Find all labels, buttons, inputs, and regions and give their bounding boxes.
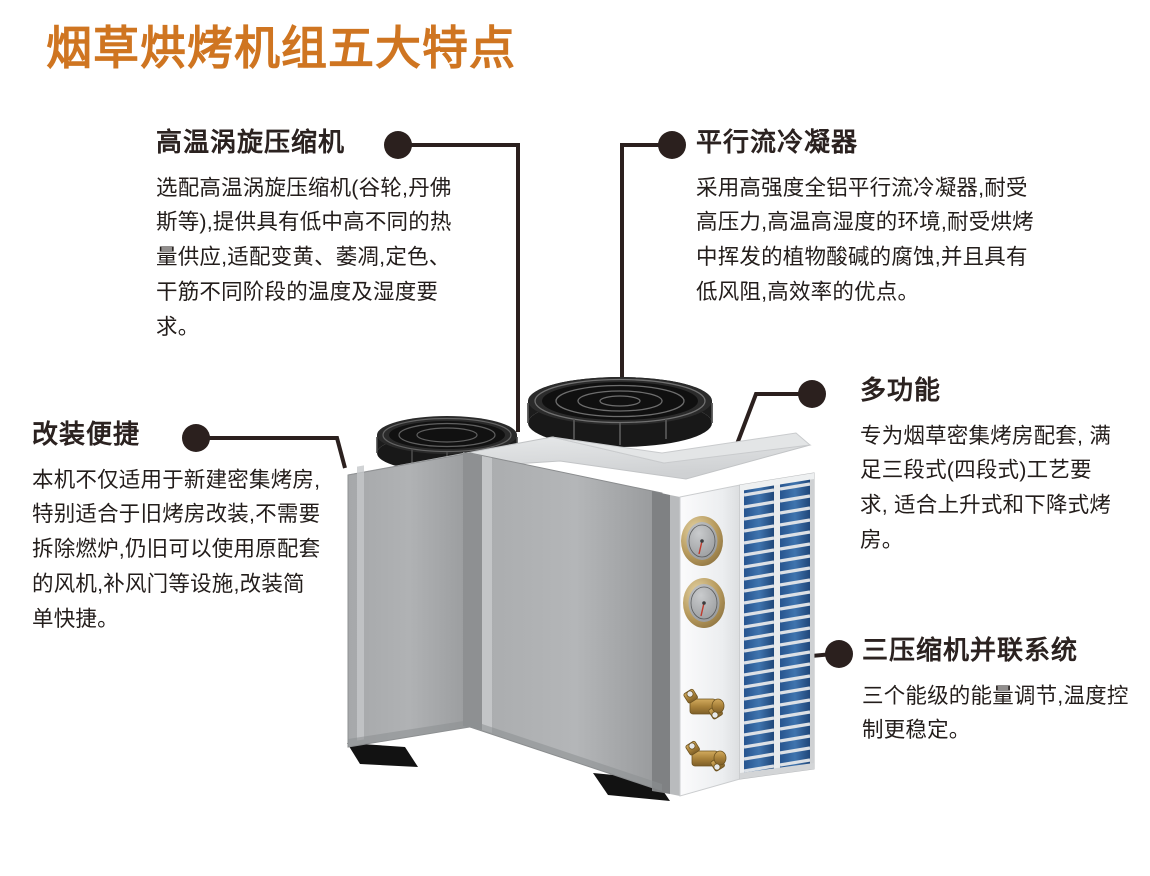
feature-body-high-temp-scroll-compressor: 选配高温涡旋压缩机(谷轮,丹佛斯等),提供具有低中高不同的热量供应,适配变黄、萎… <box>156 175 452 339</box>
feature-multi-function: 多功能 专为烟草密集烤房配套, 满足三段式(四段式)工艺要求, 适合上升式和下降… <box>860 376 1112 558</box>
feature-parallel-flow-condenser: 平行流冷凝器 采用高强度全铝平行流冷凝器,耐受高压力,高温高湿度的环境,耐受烘烤… <box>696 128 1042 310</box>
cabinet-main-face <box>469 452 663 792</box>
feature-heading-parallel-flow-condenser: 平行流冷凝器 <box>696 127 859 157</box>
base-foot-left <box>347 743 418 767</box>
feature-easy-retrofit: 改装便捷 本机不仅适用于新建密集烤房,特别适合于旧烤房改装,不需要拆除燃炉,仍旧… <box>32 420 324 637</box>
page-title: 烟草烘烤机组五大特点 <box>46 22 516 74</box>
feature-heading-multi-function: 多功能 <box>860 375 942 405</box>
cabinet-corner-pillar-hl <box>670 495 680 796</box>
cabinet-seam-highlight <box>482 456 492 733</box>
product-illustration <box>330 375 830 845</box>
condenser-fin-array <box>739 472 815 780</box>
cabinet-seam-divider <box>463 452 482 730</box>
feature-heading-high-temp-scroll-compressor: 高温涡旋压缩机 <box>156 127 346 157</box>
feature-high-temp-scroll-compressor: 高温涡旋压缩机 选配高温涡旋压缩机(谷轮,丹佛斯等),提供具有低中高不同的热量供… <box>156 128 472 345</box>
cabinet-base-trim <box>348 720 662 791</box>
feature-heading-triple-compressor-parallel-system: 三压缩机并联系统 <box>862 635 1079 665</box>
cabinet-corner-pillar <box>652 491 670 794</box>
leader-dot-parallel-flow-condenser <box>658 131 686 159</box>
feature-body-multi-function: 专为烟草密集烤房配套, 满足三段式(四段式)工艺要求, 适合上升式和下降式烤房。 <box>860 423 1112 553</box>
feature-body-triple-compressor-parallel-system: 三个能级的能量调节,温度控制更稳定。 <box>862 683 1129 743</box>
brass-valve-lower <box>685 740 727 772</box>
feature-body-parallel-flow-condenser: 采用高强度全铝平行流冷凝器,耐受高压力,高温高湿度的环境,耐受烘烤中挥发的植物酸… <box>696 175 1034 305</box>
leader-path-parallel-flow-condenser <box>620 143 666 395</box>
cabinet-seam-1 <box>357 465 364 741</box>
cabinet-top-plate <box>551 432 812 464</box>
brass-valve-upper <box>683 688 725 720</box>
pressure-gauge-high <box>681 516 723 566</box>
pressure-gauge-low <box>683 578 725 628</box>
feature-body-easy-retrofit: 本机不仅适用于新建密集烤房,特别适合于旧烤房改装,不需要拆除燃炉,仍旧可以使用原… <box>32 467 321 631</box>
cabinet-left-face <box>347 452 471 748</box>
feature-triple-compressor-parallel-system: 三压缩机并联系统 三个能级的能量调节,温度控制更稳定。 <box>862 636 1138 748</box>
feature-heading-easy-retrofit: 改装便捷 <box>32 419 141 449</box>
fan-guard-front <box>527 377 713 447</box>
